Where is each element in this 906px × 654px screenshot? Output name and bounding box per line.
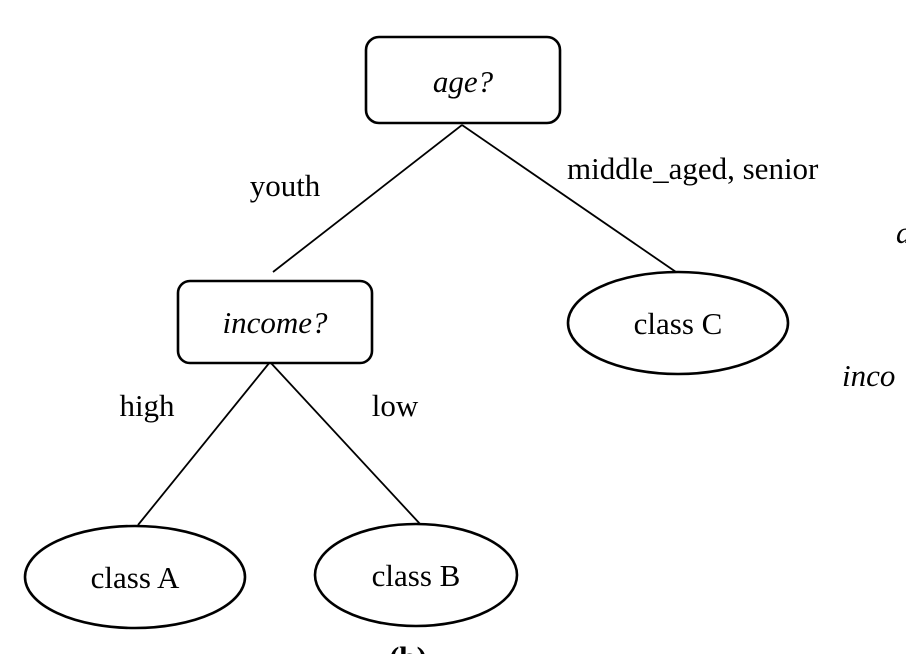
edge-income-to-class-b: [269, 361, 422, 526]
edge-label-youth: youth: [250, 168, 321, 203]
root-node-label: age?: [433, 64, 494, 99]
income-node: income?: [176, 279, 374, 365]
leaf-class-b-label: class B: [372, 558, 461, 593]
edge-label-low: low: [372, 388, 419, 423]
cropped-text-right-top: a: [896, 215, 906, 250]
cropped-text-right-mid: inco: [842, 358, 895, 393]
leaf-class-b: class B: [313, 522, 519, 628]
leaf-class-c: class C: [566, 270, 790, 376]
edge-label-middle-senior: middle_aged, senior: [567, 151, 819, 186]
leaf-class-a-label: class A: [91, 560, 180, 595]
caption-cropped: (b): [389, 640, 427, 654]
edge-label-high: high: [119, 388, 175, 423]
leaf-class-a: class A: [23, 524, 247, 630]
root-node: age?: [364, 35, 562, 125]
edge-income-to-class-a: [137, 361, 271, 526]
leaf-class-c-label: class C: [634, 306, 723, 341]
edge-root-to-class-c: [461, 124, 677, 273]
edge-root-to-income: [272, 124, 463, 273]
income-node-label: income?: [222, 305, 328, 340]
